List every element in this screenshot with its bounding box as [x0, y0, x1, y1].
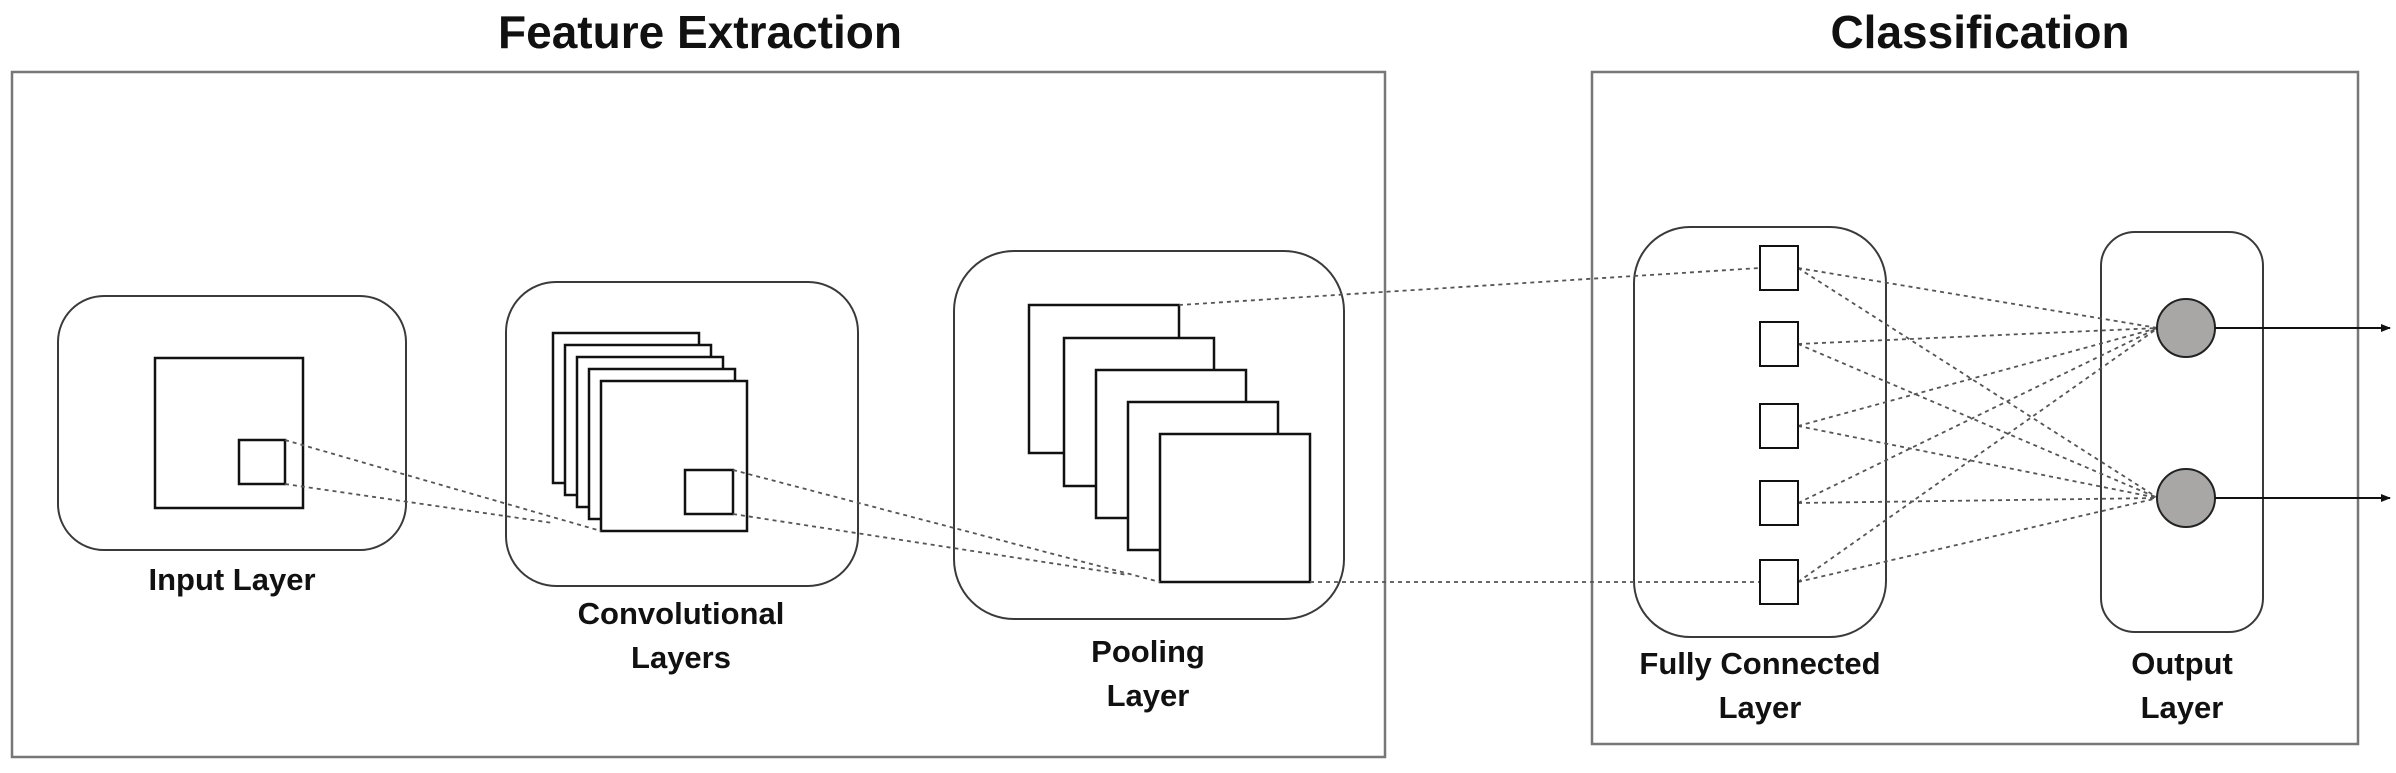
pooled-map-5 [1158, 432, 1312, 584]
output-neuron-1 [2156, 298, 2216, 358]
conv-receptive-field [683, 468, 735, 516]
conv-to-pool-line-top [732, 469, 1161, 583]
convolutional-layers-label-line1: Convolutional [578, 596, 785, 631]
output-neuron-2 [2156, 468, 2216, 528]
fc-unit-3 [1759, 403, 1799, 449]
feature-extraction-title: Feature Extraction [498, 6, 902, 58]
input-to-conv-line-bottom [284, 483, 554, 524]
pooling-layer-label-line1: Pooling [1091, 634, 1205, 669]
output-layer-label-line2: Layer [2141, 690, 2224, 725]
output-layer-label-line1: Output [2131, 646, 2233, 681]
pool-to-fc-line-top [1178, 267, 1761, 306]
input-receptive-field [237, 438, 287, 486]
fully-connected-layer-label-line2: Layer [1719, 690, 1802, 725]
input-image [153, 356, 305, 510]
fc-unit-1 [1759, 245, 1799, 291]
convolutional-layers-label-line2: Layers [631, 640, 731, 675]
output-layer-box [2100, 231, 2264, 633]
fc-unit-2 [1759, 321, 1799, 367]
fc-output-connections [1797, 267, 2159, 583]
classification-title: Classification [1830, 6, 2129, 58]
fc-unit-4 [1759, 480, 1799, 526]
fully-connected-layer-label-line1: Fully Connected [1639, 646, 1880, 681]
feature-extraction-frame [10, 70, 1387, 759]
classification-frame [1590, 70, 2360, 746]
input-layer-label: Input Layer [148, 562, 315, 597]
fc-unit-5 [1759, 559, 1799, 605]
pooling-layer-label-line2: Layer [1107, 678, 1190, 713]
conv-to-pool-line-bottom [732, 513, 1129, 576]
input-to-conv-line-top [284, 439, 602, 532]
